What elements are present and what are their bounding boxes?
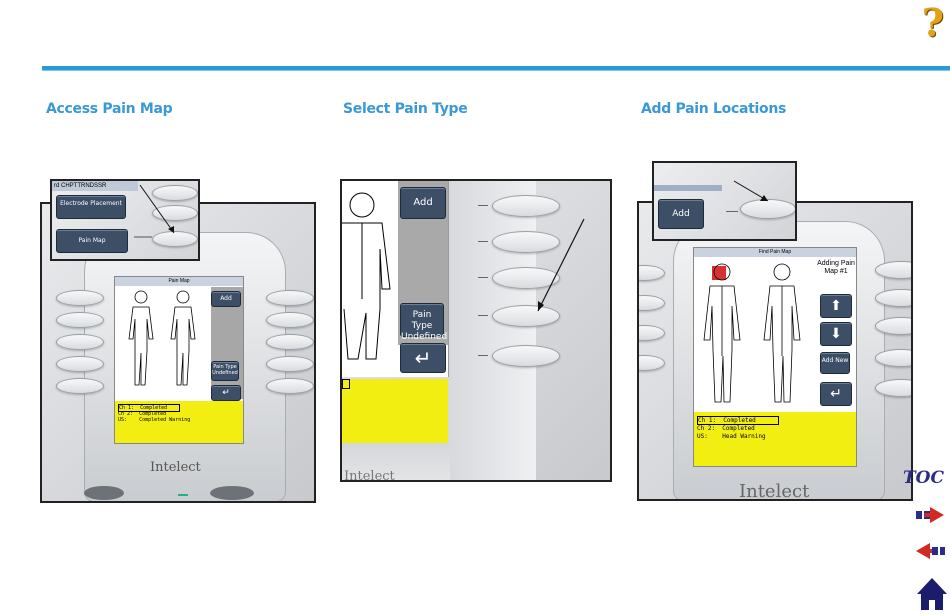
body-diagram xyxy=(703,263,801,403)
body-diagram xyxy=(342,192,391,360)
softkey-left-2[interactable] xyxy=(56,312,104,328)
softkey-tick-3 xyxy=(478,277,488,278)
pointer-arrow-icon xyxy=(134,184,175,238)
brand-logo: Intelect xyxy=(739,481,810,501)
electrode-placement-button[interactable]: Electrode Placement xyxy=(56,195,126,219)
softkey-right-2[interactable] xyxy=(492,231,560,253)
device-lower xyxy=(342,443,450,480)
status-line-1: Ch 1: Completed xyxy=(118,404,180,412)
device-screen-1: Pain Map Add Pain Type Undefined ↵ Ch 1:… xyxy=(114,276,244,444)
device-photo-2: Add Pain Type Undefined ↵ Intelect xyxy=(340,179,612,482)
add-button[interactable]: Add xyxy=(400,187,446,219)
brand-logo: Intelect xyxy=(150,460,201,475)
pain-map-button[interactable]: Pain Map xyxy=(56,229,128,253)
softkey-tick-2 xyxy=(478,241,488,242)
softkey-tick-4 xyxy=(478,315,488,316)
softkey-left-4[interactable] xyxy=(639,355,665,371)
toc-link[interactable]: TOC xyxy=(903,468,944,488)
enter-button[interactable]: ↵ xyxy=(820,382,852,406)
up-button[interactable]: ⬆ xyxy=(820,294,852,318)
enter-icon: ↵ xyxy=(830,386,842,402)
previous-page-icon[interactable] xyxy=(914,541,946,561)
bottom-key-right[interactable] xyxy=(210,486,254,500)
inset-softkey-3[interactable] xyxy=(152,231,198,247)
softkey-right-1[interactable] xyxy=(875,261,911,279)
softkey-left-3[interactable] xyxy=(56,334,104,350)
pain-type-button[interactable]: Pain Type Undefined xyxy=(400,303,447,342)
help-icon[interactable]: ? xyxy=(921,0,944,45)
softkey-right-3[interactable] xyxy=(266,334,314,350)
status-line-2: Ch 2: Completed xyxy=(697,425,755,432)
device-photo-3: Find Pain Map Adding Pain Map #1 ⬆ ⬇ Add… xyxy=(637,201,913,501)
screen-title: Pain Map xyxy=(115,277,243,286)
softkey-left-2[interactable] xyxy=(639,295,665,311)
enter-icon: ↵ xyxy=(414,346,432,370)
body-diagram xyxy=(128,290,196,386)
arrow-up-icon: ⬆ xyxy=(830,298,842,314)
softkey-right-2[interactable] xyxy=(266,312,314,328)
softkey-tick xyxy=(726,211,738,212)
next-page-icon[interactable] xyxy=(914,505,946,525)
softkey-left-3[interactable] xyxy=(639,325,665,341)
inset-title: rd CHPTTRNDSSR xyxy=(52,181,138,191)
arrow-down-icon: ⬇ xyxy=(830,326,842,342)
softkey-right-1[interactable] xyxy=(266,290,314,306)
softkey-right-4[interactable] xyxy=(266,356,314,372)
indicator-light xyxy=(178,494,188,496)
status-line-3: US: Completed Warning xyxy=(118,417,191,423)
add-button[interactable]: Add xyxy=(658,199,704,229)
adding-pain-map-label: Adding Pain Map #1 xyxy=(817,260,855,275)
softkey-left-4[interactable] xyxy=(56,356,104,372)
softkey-right-5[interactable] xyxy=(492,345,560,367)
softkey-tick-5 xyxy=(478,355,488,356)
enter-button[interactable]: ↵ xyxy=(400,343,446,373)
inset-softkey-1[interactable] xyxy=(152,185,198,201)
status-area: Ch 1: Completed Ch 2: Completed US: Comp… xyxy=(115,401,243,443)
down-button[interactable]: ⬇ xyxy=(820,322,852,346)
softkey-right-5[interactable] xyxy=(266,378,314,394)
softkey-right-5[interactable] xyxy=(875,379,911,397)
status-line-marker xyxy=(342,379,350,389)
device-screen-2: Add Pain Type Undefined ↵ xyxy=(342,181,449,377)
status-line-2: Ch 2: Completed xyxy=(118,411,167,417)
inset-title-bar xyxy=(654,185,722,191)
enter-icon: ↵ xyxy=(222,388,230,398)
softkey-left-5[interactable] xyxy=(56,378,104,394)
softkey-left-1[interactable] xyxy=(56,290,104,306)
device-screen-3: Find Pain Map Adding Pain Map #1 ⬆ ⬇ Add… xyxy=(693,247,857,467)
header-rule xyxy=(42,66,950,71)
status-line-1: Ch 1: Completed xyxy=(697,416,779,425)
heading-access-pain-map: Access Pain Map xyxy=(46,101,173,117)
home-icon[interactable] xyxy=(916,576,948,612)
inset-softkey-2[interactable] xyxy=(152,205,198,221)
inset-zoom-1: rd CHPTTRNDSSR Electrode Placement Pain … xyxy=(50,179,200,261)
heading-add-pain-locations: Add Pain Locations xyxy=(641,101,787,117)
pain-type-button[interactable]: Pain Type Undefined xyxy=(211,361,239,381)
status-area: Ch 1: Completed Ch 2: Completed US: Head… xyxy=(694,412,856,466)
brand-logo: Intelect xyxy=(344,469,395,482)
status-area xyxy=(342,379,448,443)
screen-title: Find Pain Map xyxy=(694,248,856,257)
softkey-right-4[interactable] xyxy=(875,349,911,367)
softkey-right-4[interactable] xyxy=(492,305,560,327)
status-line-3: US: Head Warning xyxy=(697,433,766,440)
pointer-arrow-icon xyxy=(733,180,769,202)
softkey-tick-1 xyxy=(478,205,488,206)
heading-select-pain-type: Select Pain Type xyxy=(343,101,468,117)
softkey-right-2[interactable] xyxy=(875,289,911,307)
softkey-left-1[interactable] xyxy=(639,265,665,281)
softkey-right-1[interactable] xyxy=(492,195,560,217)
enter-button[interactable]: ↵ xyxy=(211,385,241,401)
bottom-key-left[interactable] xyxy=(84,486,124,500)
softkey-right-3[interactable] xyxy=(492,267,560,289)
inset-zoom-3: Add xyxy=(652,161,797,241)
add-new-button[interactable]: Add New xyxy=(820,352,850,374)
inset-softkey[interactable] xyxy=(740,199,795,219)
add-button[interactable]: Add xyxy=(211,291,241,307)
pointer-arrow-icon xyxy=(537,218,585,312)
softkey-right-3[interactable] xyxy=(875,317,911,335)
